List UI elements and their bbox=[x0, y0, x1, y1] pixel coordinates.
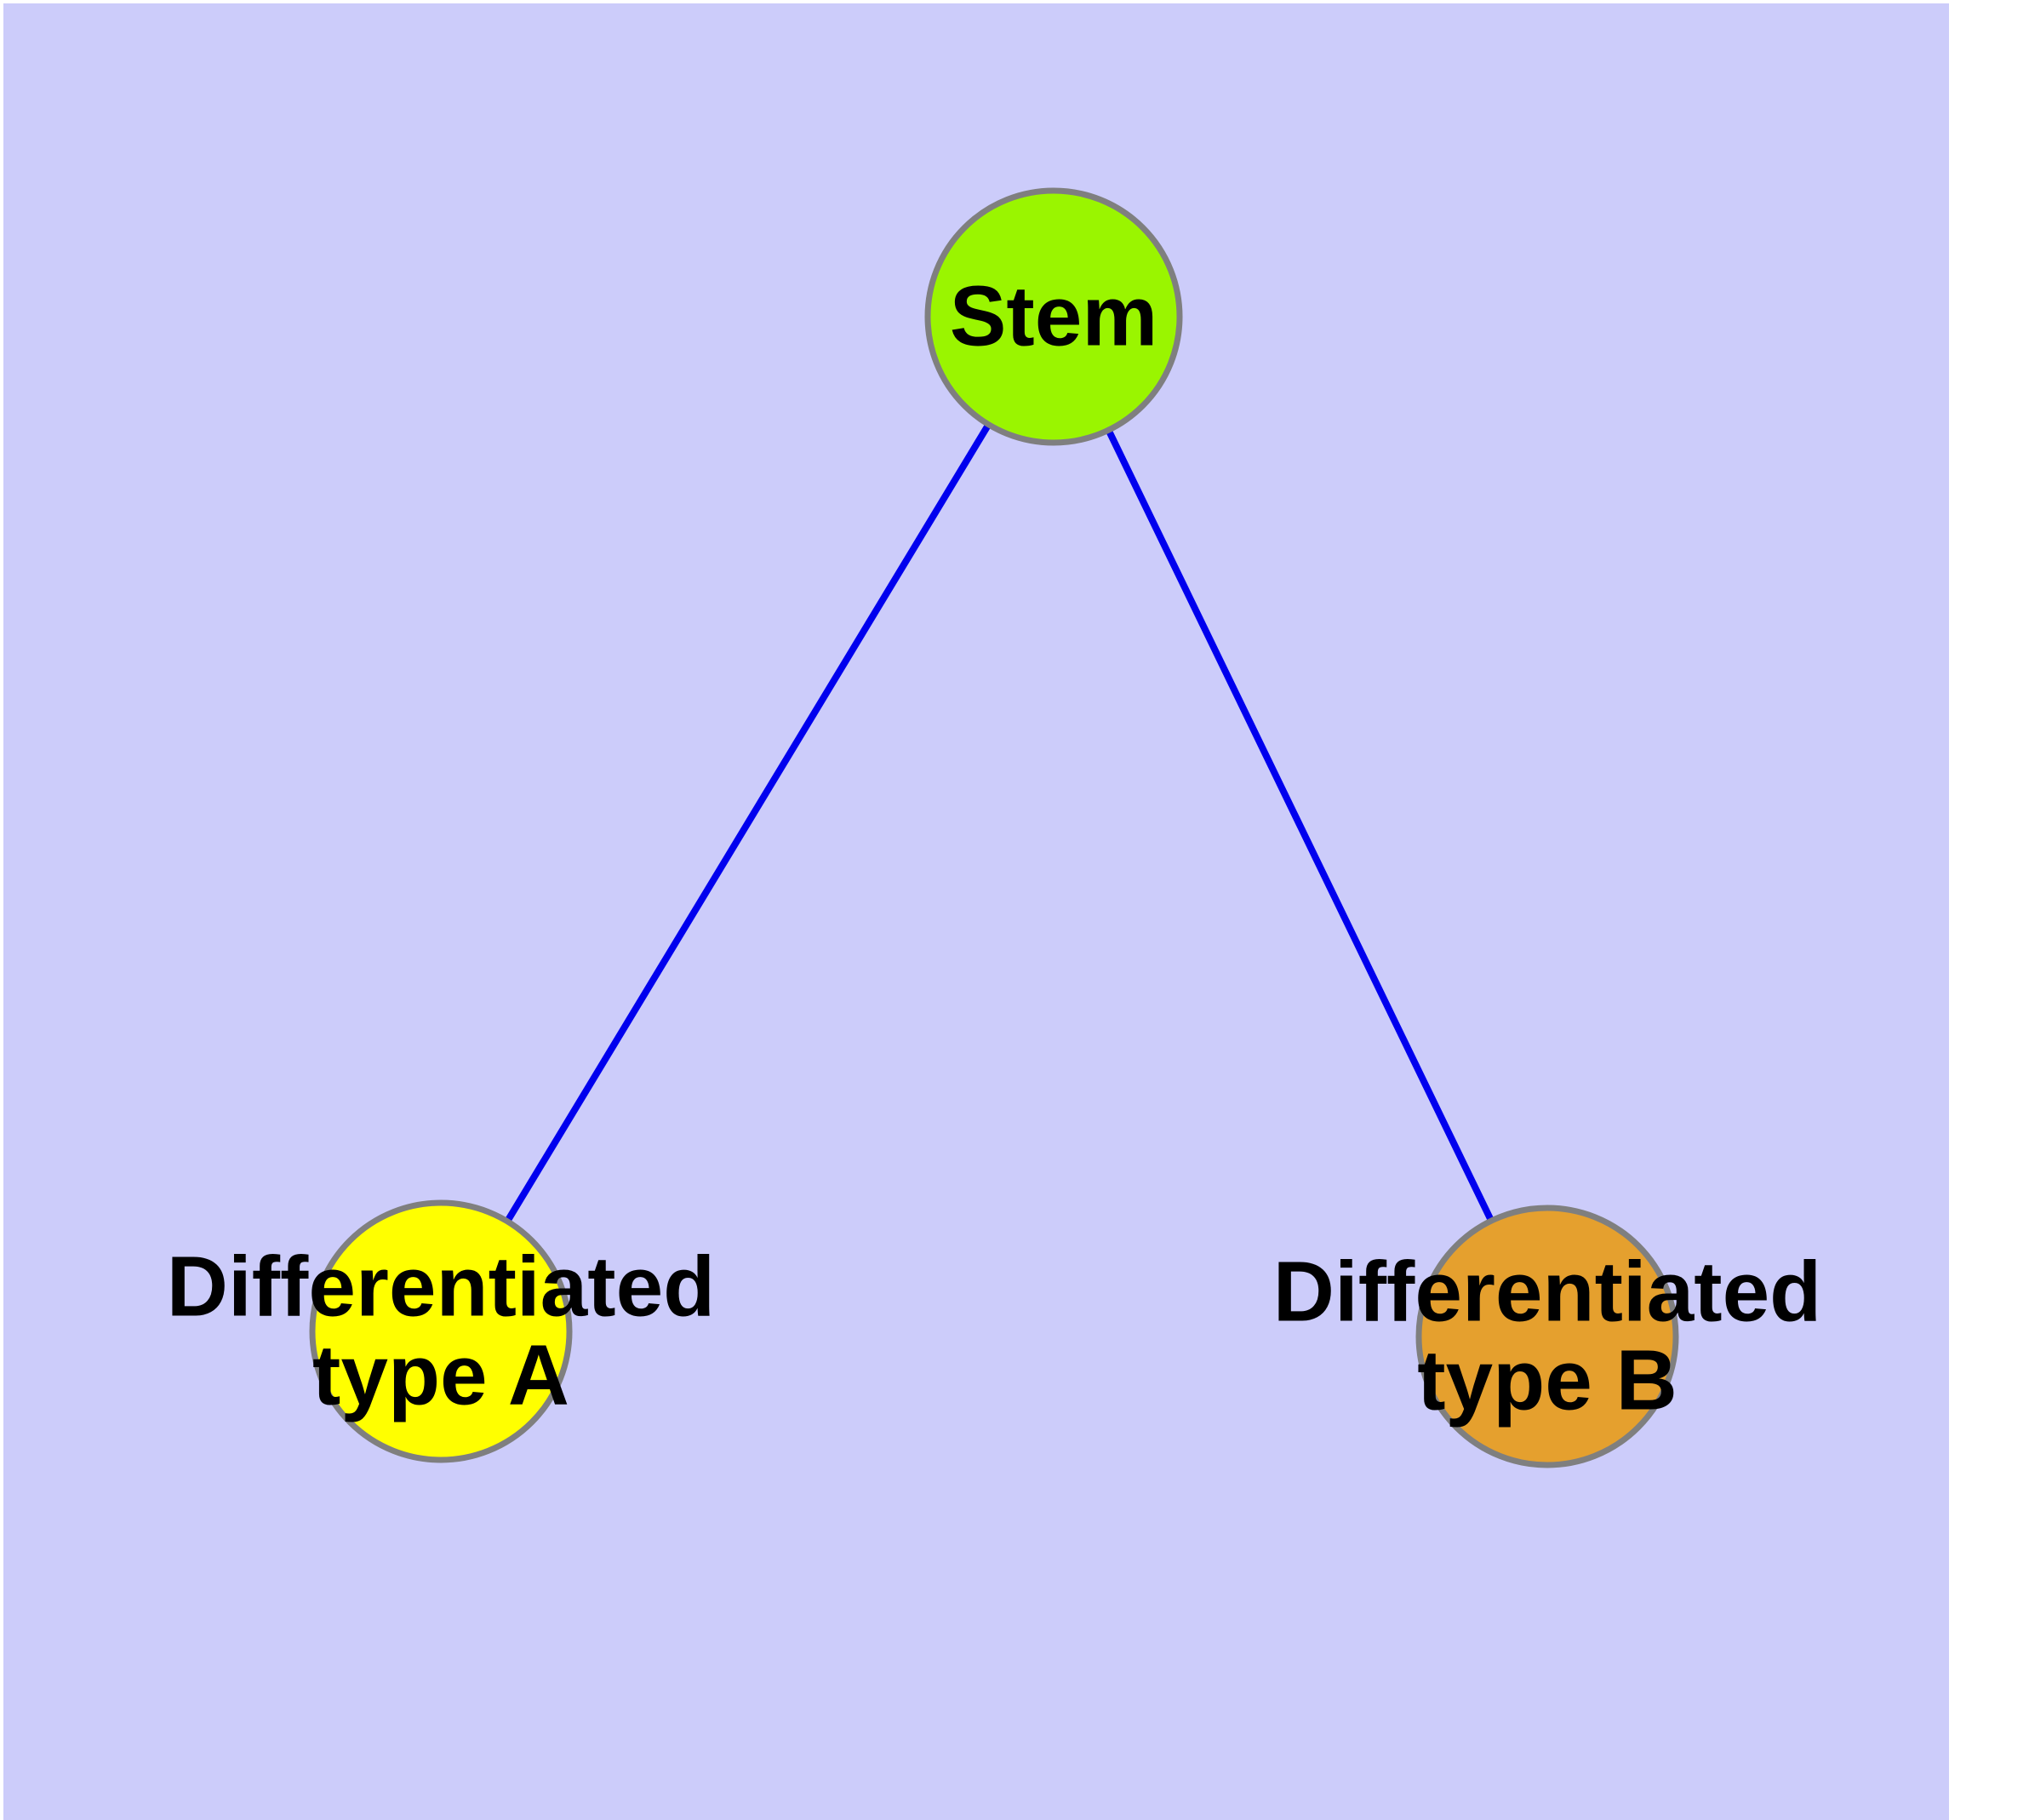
node-label-line: type B bbox=[1417, 1333, 1677, 1428]
node-label-line: Differentiated bbox=[1273, 1245, 1822, 1340]
node-stem[interactable]: Stem bbox=[924, 187, 1183, 446]
node-differentiated-type-a-circle[interactable] bbox=[309, 1199, 573, 1463]
edge-stem-to-differentiated-type-a[interactable] bbox=[437, 314, 1057, 1334]
node-stem-circle[interactable] bbox=[924, 187, 1183, 446]
edge-stem-to-differentiated-type-b[interactable] bbox=[1050, 315, 1551, 1338]
node-differentiated-type-b-circle[interactable] bbox=[1415, 1205, 1679, 1468]
node-stem-label: Stem bbox=[950, 269, 1158, 364]
node-label-line: type A bbox=[312, 1328, 569, 1423]
node-label-line: Stem bbox=[950, 269, 1158, 364]
node-label-line: Differentiated bbox=[167, 1239, 716, 1335]
edges-group bbox=[437, 314, 1551, 1338]
